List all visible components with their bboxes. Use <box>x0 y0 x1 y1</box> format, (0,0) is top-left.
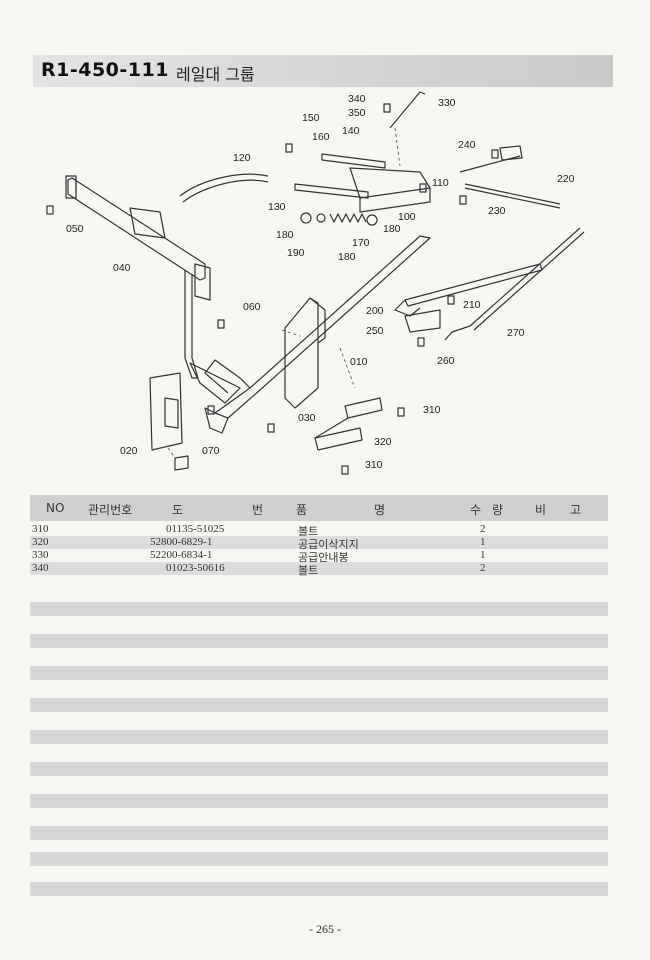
cell-qty: 2 <box>480 562 486 574</box>
callout: 100 <box>398 211 416 223</box>
callout: 200 <box>366 305 384 317</box>
cell-no: 320 <box>32 536 49 548</box>
empty-row-stripe <box>30 826 608 840</box>
col-qty-2: 량 <box>492 503 504 517</box>
parts-table-body: 310 01135-51025 볼트 2 320 52800-6829-1 공급… <box>30 523 608 577</box>
callout: 350 <box>348 107 366 119</box>
cell-no: 330 <box>32 549 49 561</box>
col-drawing-2: 번 <box>252 503 264 517</box>
col-name-1: 품 <box>296 503 308 517</box>
callout: 260 <box>437 355 455 367</box>
callout: 030 <box>298 412 316 424</box>
cell-no: 310 <box>32 523 49 535</box>
callout: 160 <box>312 131 330 143</box>
col-code: 관리번호 <box>88 503 133 517</box>
table-row: 340 01023-50616 볼트 2 <box>30 562 608 577</box>
callout: 190 <box>287 247 305 259</box>
cell-name: 공급이삭지지 <box>298 539 359 551</box>
empty-row-stripe <box>30 794 608 808</box>
col-no: NO <box>46 501 65 515</box>
empty-row-stripe <box>30 762 608 776</box>
callout: 150 <box>302 112 320 124</box>
callout: 210 <box>463 299 481 311</box>
leader-lines <box>167 127 401 459</box>
table-row: 330 52200-6834-1 공급안내봉 1 <box>30 549 608 564</box>
col-note-1: 비 <box>535 503 547 517</box>
callout: 140 <box>342 125 360 137</box>
parts-diagram: 340 350 330 150 160 140 120 110 240 220 … <box>0 88 650 488</box>
callout: 240 <box>458 139 476 151</box>
col-drawing-1: 도 <box>172 503 184 517</box>
callout-labels: 340 350 330 150 160 140 120 110 240 220 … <box>66 93 575 471</box>
empty-row-stripe <box>30 602 608 616</box>
col-qty-1: 수 <box>470 503 482 517</box>
col-name-2: 명 <box>374 503 386 517</box>
cell-name: 볼트 <box>298 565 319 577</box>
callout: 020 <box>120 445 138 457</box>
callout: 050 <box>66 223 84 235</box>
cell-qty: 1 <box>480 549 486 561</box>
diagram-lines <box>46 91 585 475</box>
empty-row-stripe <box>30 730 608 744</box>
cell-drawing: 52800-6829-1 <box>150 536 213 548</box>
cell-drawing: 01023-50616 <box>166 562 225 574</box>
callout: 180 <box>383 223 401 235</box>
empty-row-stripe <box>30 852 608 866</box>
callout: 340 <box>348 93 366 105</box>
cell-name: 공급안내봉 <box>298 552 349 564</box>
col-note-2: 고 <box>570 503 582 517</box>
table-row: 310 01135-51025 볼트 2 <box>30 523 608 538</box>
callout: 120 <box>233 152 251 164</box>
callout: 330 <box>438 97 456 109</box>
callout: 250 <box>366 325 384 337</box>
callout: 220 <box>557 173 575 185</box>
callout: 310 <box>423 404 441 416</box>
callout: 180 <box>338 251 356 263</box>
empty-row-stripe <box>30 698 608 712</box>
page-number: - 265 - <box>309 922 341 936</box>
callout: 130 <box>268 201 286 213</box>
table-row: 320 52800-6829-1 공급이삭지지 1 <box>30 536 608 551</box>
cell-drawing: 52200-6834-1 <box>150 549 213 561</box>
title-bar: R1-450-111 레일대 그룹 <box>33 55 613 87</box>
group-code: R1-450-111 <box>41 59 169 81</box>
empty-row-stripe <box>30 634 608 648</box>
parts-table-header: NO 관리번호 도 번 품 명 수 량 비 고 <box>30 495 608 521</box>
callout: 180 <box>276 229 294 241</box>
callout: 230 <box>488 205 506 217</box>
cell-qty: 2 <box>480 523 486 535</box>
cell-name: 볼트 <box>298 526 319 538</box>
cell-qty: 1 <box>480 536 486 548</box>
callout: 070 <box>202 445 220 457</box>
parts-diagram-svg: 340 350 330 150 160 140 120 110 240 220 … <box>46 91 585 475</box>
group-name: 레일대 그룹 <box>176 65 255 84</box>
callout: 320 <box>374 436 392 448</box>
callout: 040 <box>113 262 131 274</box>
callout: 310 <box>365 459 383 471</box>
cell-no: 340 <box>32 562 49 574</box>
callout: 110 <box>432 177 449 189</box>
callout: 170 <box>352 237 370 249</box>
empty-row-stripe <box>30 882 608 896</box>
callout: 270 <box>507 327 525 339</box>
empty-row-stripe <box>30 666 608 680</box>
cell-drawing: 01135-51025 <box>166 523 225 535</box>
callout: 010 <box>350 356 368 368</box>
callout: 060 <box>243 301 261 313</box>
